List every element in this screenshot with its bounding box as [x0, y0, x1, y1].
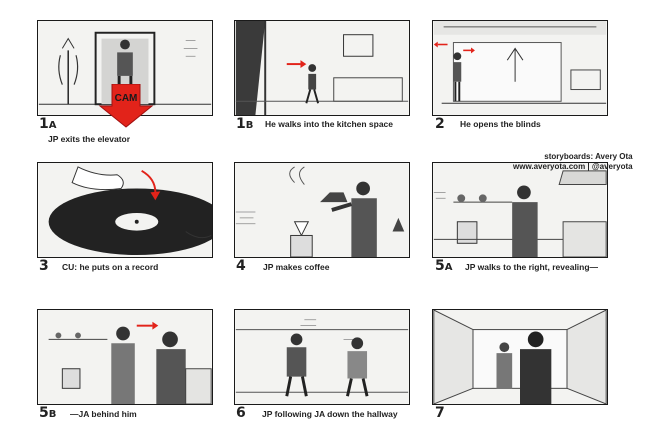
sketch-kitchen-walk	[235, 21, 409, 115]
sketch-hallway	[235, 310, 409, 404]
panel-number-5a: 5A	[435, 258, 453, 274]
panel-number-1a: 1A	[39, 116, 57, 132]
storyboard-panel-6	[234, 309, 410, 405]
caption-4: JP makes coffee	[263, 262, 330, 272]
sketch-ja-behind	[38, 310, 212, 404]
camera-arrow-icon: CAM	[98, 84, 154, 128]
sketch-kitchen-right	[433, 163, 607, 257]
caption-1b: He walks into the kitchen space	[265, 119, 394, 129]
cam-label: CAM	[115, 93, 138, 104]
storyboard-credit: storyboards: Avery Ota www.averyota.com …	[513, 152, 633, 172]
caption-5b: —JA behind him	[70, 409, 137, 419]
sketch-record	[38, 163, 212, 257]
storyboard-panel-3	[37, 162, 213, 258]
sketch-coffee	[235, 163, 409, 257]
credit-author: storyboards: Avery Ota	[544, 152, 633, 161]
caption-6: JP following JA down the hallway	[262, 409, 398, 419]
caption-3: CU: he puts on a record	[62, 262, 159, 272]
panel-number-6: 6	[236, 405, 246, 421]
storyboard-panel-4	[234, 162, 410, 258]
storyboard-panel-5b	[37, 309, 213, 405]
sketch-corridor	[433, 310, 607, 404]
storyboard-panel-1b	[234, 20, 410, 116]
panel-number-2: 2	[435, 116, 445, 132]
panel-number-5b: 5B	[39, 405, 57, 421]
credit-links: www.averyota.com | @averyota	[513, 162, 633, 171]
caption-5a: JP walks to the right, revealing—	[465, 262, 599, 272]
panel-number-4: 4	[236, 258, 246, 274]
caption-2: He opens the blinds	[460, 119, 541, 129]
sketch-open-blinds	[433, 21, 607, 115]
panel-number-7: 7	[435, 405, 445, 421]
caption-1a: JP exits the elevator	[48, 134, 131, 144]
storyboard-panel-7	[432, 309, 608, 405]
storyboard-panel-5a	[432, 162, 608, 258]
panel-number-3: 3	[39, 258, 49, 274]
storyboard-panel-2	[432, 20, 608, 116]
panel-number-1b: 1B	[236, 116, 254, 132]
storyboard-panel-1a	[37, 20, 213, 116]
